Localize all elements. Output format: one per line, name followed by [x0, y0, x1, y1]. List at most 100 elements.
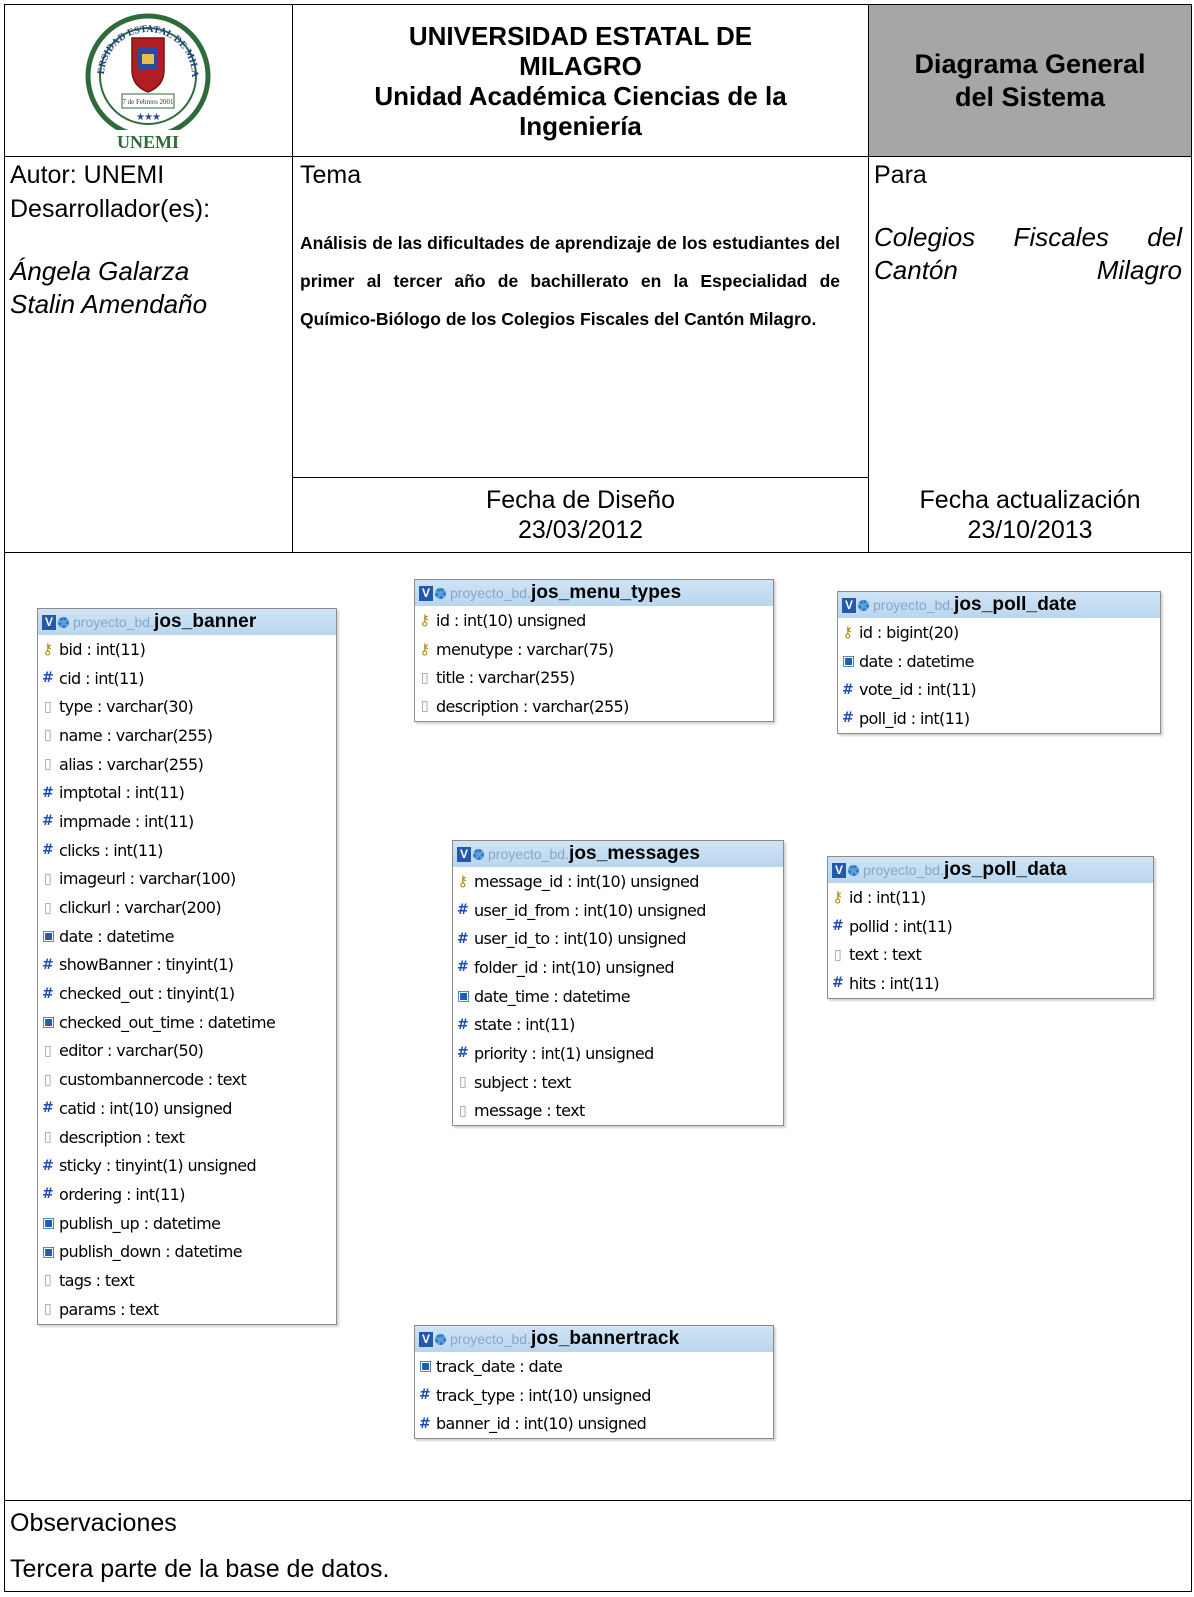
update-date-value: 23/10/2013: [967, 516, 1093, 544]
column-text: folder_id : int(10) unsigned: [474, 957, 675, 977]
date-column-icon: ▣: [42, 1014, 55, 1031]
column-row: ▯description : varchar(255): [415, 692, 773, 721]
column-row: #track_type : int(10) unsigned: [415, 1381, 773, 1410]
column-text: hits : int(11): [849, 973, 940, 993]
column-row: #ordering : int(11): [38, 1180, 336, 1209]
column-text: track_date : date: [436, 1356, 563, 1376]
number-column-icon: #: [42, 813, 54, 830]
column-text: priority : int(1) unsigned: [474, 1043, 654, 1063]
title-cell-bg: [869, 5, 1191, 156]
column-text: user_id_to : int(10) unsigned: [474, 929, 686, 949]
number-column-icon: #: [42, 1100, 54, 1117]
gear-icon: [858, 599, 869, 611]
column-row: ▯tags : text: [38, 1266, 336, 1295]
design-date-label: Fecha de Diseño: [485, 486, 675, 514]
column-row: ▣publish_down : datetime: [38, 1237, 336, 1266]
grid-line: [4, 1500, 1192, 1501]
column-text: publish_down : datetime: [59, 1242, 243, 1262]
column-row: ⚷menutype : varchar(75): [415, 635, 773, 664]
number-column-icon: #: [457, 902, 469, 919]
number-column-icon: #: [457, 930, 469, 947]
column-row: #priority : int(1) unsigned: [453, 1039, 783, 1068]
column-row: ▯alias : varchar(255): [38, 750, 336, 779]
design-date-value: 23/03/2012: [517, 516, 644, 544]
date-column-icon: ▣: [457, 988, 470, 1005]
number-column-icon: #: [42, 1157, 54, 1174]
table-name: jos_banner: [153, 611, 257, 632]
schema-name: proyecto_bd.: [863, 862, 944, 878]
column-text: banner_id : int(10) unsigned: [436, 1414, 647, 1434]
column-row: ▯editor : varchar(50): [38, 1037, 336, 1066]
column-text: custombannercode : text: [59, 1070, 247, 1090]
view-icon: V: [42, 614, 56, 630]
tema-label: Tema: [300, 161, 362, 189]
column-text: alias : varchar(255): [59, 754, 204, 774]
column-text: title : varchar(255): [436, 668, 575, 688]
column-text: id : bigint(20): [859, 622, 959, 642]
column-row: ⚷id : int(11): [828, 883, 1153, 912]
grid-line: [868, 4, 869, 552]
number-column-icon: #: [42, 1186, 54, 1203]
para-label: Para: [874, 161, 927, 189]
column-text: description : text: [59, 1127, 185, 1147]
number-column-icon: #: [832, 918, 844, 935]
column-text: cid : int(11): [59, 668, 144, 688]
column-row: # clicks : int(11): [38, 836, 336, 865]
number-column-icon: #: [419, 1415, 431, 1432]
column-row: #vote_id : int(11): [838, 675, 1160, 704]
primary-key-icon: ⚷: [457, 872, 468, 891]
column-row: ▣publish_up : datetime: [38, 1209, 336, 1238]
design-date-block: Fecha de Diseño 23/03/2012: [293, 479, 868, 545]
para-description: Colegios Fiscales del Cantón Milagro: [874, 222, 1182, 285]
column-row: ▯text : text: [828, 940, 1153, 969]
column-text: text : text: [849, 945, 922, 965]
institution-line: UNIVERSIDAD ESTATAL DE: [408, 20, 753, 51]
column-text: id : int(11): [849, 887, 926, 907]
text-column-icon: ▯: [43, 1129, 52, 1146]
primary-key-icon: ⚷: [42, 640, 53, 659]
document-title-line: del Sistema: [954, 81, 1106, 112]
outer-border: [4, 4, 1192, 1592]
grid-line: [4, 156, 1192, 157]
column-text: user_id_from : int(10) unsigned: [474, 900, 706, 920]
column-text: description : varchar(255): [436, 696, 629, 716]
column-text: clicks : int(11): [59, 840, 163, 860]
table-name: jos_bannertrack: [530, 1328, 680, 1349]
gear-icon: [435, 587, 446, 599]
column-text: track_type : int(10) unsigned: [436, 1385, 651, 1405]
column-text: name : varchar(255): [59, 725, 213, 745]
column-text: bid : int(11): [59, 639, 146, 659]
number-column-icon: #: [42, 670, 54, 687]
column-text: checked_out : tinyint(1): [59, 984, 235, 1004]
table-name: jos_messages: [568, 843, 701, 864]
svg-text:★: ★: [144, 112, 153, 123]
column-row: ⚷message_id : int(10) unsigned: [453, 867, 783, 896]
column-text: showBanner : tinyint(1): [59, 955, 234, 975]
number-column-icon: #: [42, 842, 54, 859]
gear-icon: [58, 616, 69, 628]
primary-key-icon: ⚷: [419, 611, 430, 630]
column-row: # user_id_to : int(10) unsigned: [453, 924, 783, 953]
institution-line: MILAGRO: [519, 50, 642, 81]
column-text: pollid : int(11): [849, 916, 953, 936]
number-column-icon: #: [42, 784, 54, 801]
grid-line: [292, 4, 293, 552]
column-row: ▯ description : text: [38, 1123, 336, 1152]
column-row: # pollid : int(11): [828, 912, 1153, 941]
column-row: ▣date : datetime: [838, 647, 1160, 676]
logo-acronym: UNEMI: [117, 132, 179, 152]
observaciones-label: Observaciones: [10, 1509, 177, 1537]
author-label: Autor: UNEMI: [10, 161, 165, 189]
column-text: catid : int(10) unsigned: [59, 1098, 232, 1118]
text-column-icon: ▯: [420, 669, 429, 686]
column-row: #state : int(11): [453, 1010, 783, 1039]
institution-name: UNIVERSIDAD ESTATAL DE MILAGRO Unidad Ac…: [293, 5, 868, 156]
column-row: ▣track_date : date: [415, 1352, 773, 1381]
column-text: tags : text: [59, 1270, 135, 1290]
view-icon: V: [419, 1331, 433, 1347]
